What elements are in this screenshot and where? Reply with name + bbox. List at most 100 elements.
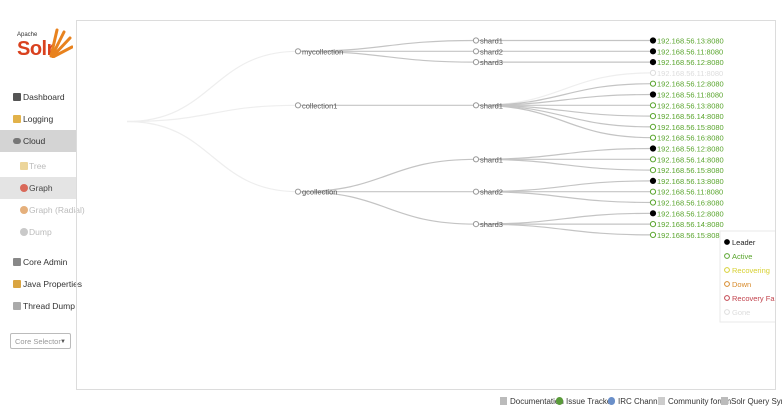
replica-label[interactable]: 192.168.56.16:8080 xyxy=(657,199,724,208)
graph-node[interactable] xyxy=(294,102,302,109)
shard-label[interactable]: shard2 xyxy=(480,47,503,56)
graph-panel: mycollection collection1 gcollection shard1… xyxy=(76,20,776,390)
chevron-down-icon: ▼ xyxy=(60,339,66,345)
replica-label[interactable]: 192.168.56.14:8080 xyxy=(657,112,724,121)
footer-link-label: IRC Channel xyxy=(618,397,664,406)
legend-marker xyxy=(724,281,730,287)
sidebar-item-dump[interactable]: Dump xyxy=(0,221,76,243)
graph-radial-icon xyxy=(20,206,28,214)
graph-node[interactable] xyxy=(649,37,657,44)
cloud-graph[interactable]: mycollection collection1 gcollection shard1… xyxy=(77,21,775,389)
graph-edge xyxy=(297,50,477,63)
graph-node[interactable] xyxy=(472,221,480,228)
replica-label[interactable]: 192.168.56.12:8080 xyxy=(657,58,724,67)
core-selector-label: Core Selector xyxy=(15,337,61,346)
graph-node[interactable] xyxy=(472,102,480,109)
graph-node[interactable] xyxy=(649,156,657,163)
shard-label[interactable]: shard1 xyxy=(480,155,503,164)
shard-label[interactable]: shard1 xyxy=(480,37,503,46)
shard-label[interactable]: shard3 xyxy=(480,58,503,67)
collection-label[interactable]: collection1 xyxy=(302,101,337,110)
graph-node[interactable] xyxy=(649,145,657,152)
core-admin-icon xyxy=(13,258,21,266)
graph-node[interactable] xyxy=(649,231,657,238)
graph-node[interactable] xyxy=(649,177,657,184)
replica-label[interactable]: 192.168.56.12:8080 xyxy=(657,209,724,218)
legend-label: Down xyxy=(732,280,751,289)
sidebar-item-tree[interactable]: Tree xyxy=(0,155,76,177)
solr-logo[interactable]: Apache Solr xyxy=(14,26,73,72)
shard-label[interactable]: shard3 xyxy=(480,220,503,229)
graph-node[interactable] xyxy=(649,48,657,55)
graph-node[interactable] xyxy=(649,134,657,141)
replica-label[interactable]: 192.168.56.11:8080 xyxy=(657,188,723,197)
graph-node[interactable] xyxy=(294,188,302,195)
replica-label[interactable]: 192.168.56.15:8080 xyxy=(657,123,724,132)
replica-label[interactable]: 192.168.56.12:8080 xyxy=(657,145,724,154)
sidebar-item-dashboard[interactable]: Dashboard xyxy=(0,86,76,108)
graph-node[interactable] xyxy=(649,188,657,195)
graph-node[interactable] xyxy=(472,59,480,66)
issue-tracker-icon xyxy=(556,397,563,405)
sidebar-item-cloud[interactable]: Cloud xyxy=(0,130,76,152)
graph-node[interactable] xyxy=(472,188,480,195)
replica-label[interactable]: 192.168.56.12:8080 xyxy=(657,80,724,89)
replica-label[interactable]: 192.168.56.11:8080 xyxy=(657,69,723,78)
shard-label[interactable]: shard1 xyxy=(480,101,503,110)
replica-label[interactable]: 192.168.56.11:8080 xyxy=(657,47,723,56)
sidebar-item-label: Cloud xyxy=(23,136,46,146)
graph-legend xyxy=(719,230,775,323)
graph-node[interactable] xyxy=(649,91,657,98)
sidebar-item-java-properties[interactable]: Java Properties xyxy=(0,273,82,295)
legend-marker xyxy=(724,239,730,245)
graph-node[interactable] xyxy=(649,199,657,206)
graph-node[interactable] xyxy=(472,37,480,44)
graph-node[interactable] xyxy=(649,59,657,66)
footer-link-documentation[interactable]: Documentation xyxy=(500,395,564,409)
footer-link-community-forum[interactable]: Community forum xyxy=(658,395,731,409)
graph-node[interactable] xyxy=(472,156,480,163)
replica-label[interactable]: 192.168.56.16:8080 xyxy=(657,134,724,143)
graph-node[interactable] xyxy=(649,69,657,77)
graph-node[interactable] xyxy=(294,48,302,55)
graph-edge xyxy=(126,120,299,193)
footer-link-issue-tracker[interactable]: Issue Tracker xyxy=(556,395,614,409)
replica-label[interactable]: 192.168.56.13:8080 xyxy=(657,101,724,110)
graph-node[interactable] xyxy=(649,102,657,109)
replica-label[interactable]: 192.168.56.14:8080 xyxy=(657,155,724,164)
graph-node[interactable] xyxy=(649,123,657,131)
footer-link-irc-channel[interactable]: IRC Channel xyxy=(608,395,664,409)
replica-label[interactable]: 192.168.56.15:8080 xyxy=(657,166,724,175)
sidebar-item-core-admin[interactable]: Core Admin xyxy=(0,251,76,273)
replica-label[interactable]: 192.168.56.14:8080 xyxy=(657,220,724,229)
replica-label[interactable]: 192.168.56.13:8080 xyxy=(657,37,724,46)
graph-node[interactable] xyxy=(649,167,657,174)
shard-label[interactable]: shard2 xyxy=(480,188,503,197)
footer-link-label: Solr Query Syntax xyxy=(731,397,782,406)
tree-icon xyxy=(20,162,28,170)
sidebar-item-label: Logging xyxy=(23,114,54,124)
logging-icon xyxy=(13,115,21,123)
collection-label[interactable]: gcollection xyxy=(302,188,337,197)
sidebar-item-graph[interactable]: Graph xyxy=(0,177,76,199)
legend-label: Recovering xyxy=(732,266,770,275)
replica-label[interactable]: 192.168.56.11:8080 xyxy=(657,91,723,100)
solr-sun-icon xyxy=(49,28,73,58)
replica-label[interactable]: 192.168.56.13:8080 xyxy=(657,177,724,186)
graph-edge xyxy=(475,191,654,204)
sidebar-item-thread-dump[interactable]: Thread Dump xyxy=(0,295,76,317)
solr-query-syntax-icon xyxy=(721,397,728,405)
replica-label[interactable]: 192.168.56.15:8080 xyxy=(657,231,724,240)
collection-label[interactable]: mycollection xyxy=(302,47,343,56)
graph-node[interactable] xyxy=(472,48,480,55)
graph-node[interactable] xyxy=(649,221,657,228)
graph-node[interactable] xyxy=(649,210,657,217)
core-selector[interactable]: Core Selector ▼ xyxy=(10,333,71,349)
graph-node[interactable] xyxy=(649,113,657,120)
java-properties-icon xyxy=(13,280,21,288)
footer-link-solr-query-syntax[interactable]: Solr Query Syntax xyxy=(721,395,782,409)
graph-node[interactable] xyxy=(649,80,657,87)
footer-link-label: Issue Tracker xyxy=(566,397,615,406)
sidebar-item-logging[interactable]: Logging xyxy=(0,108,76,130)
sidebar-item-graph-radial[interactable]: Graph (Radial) xyxy=(0,199,85,221)
